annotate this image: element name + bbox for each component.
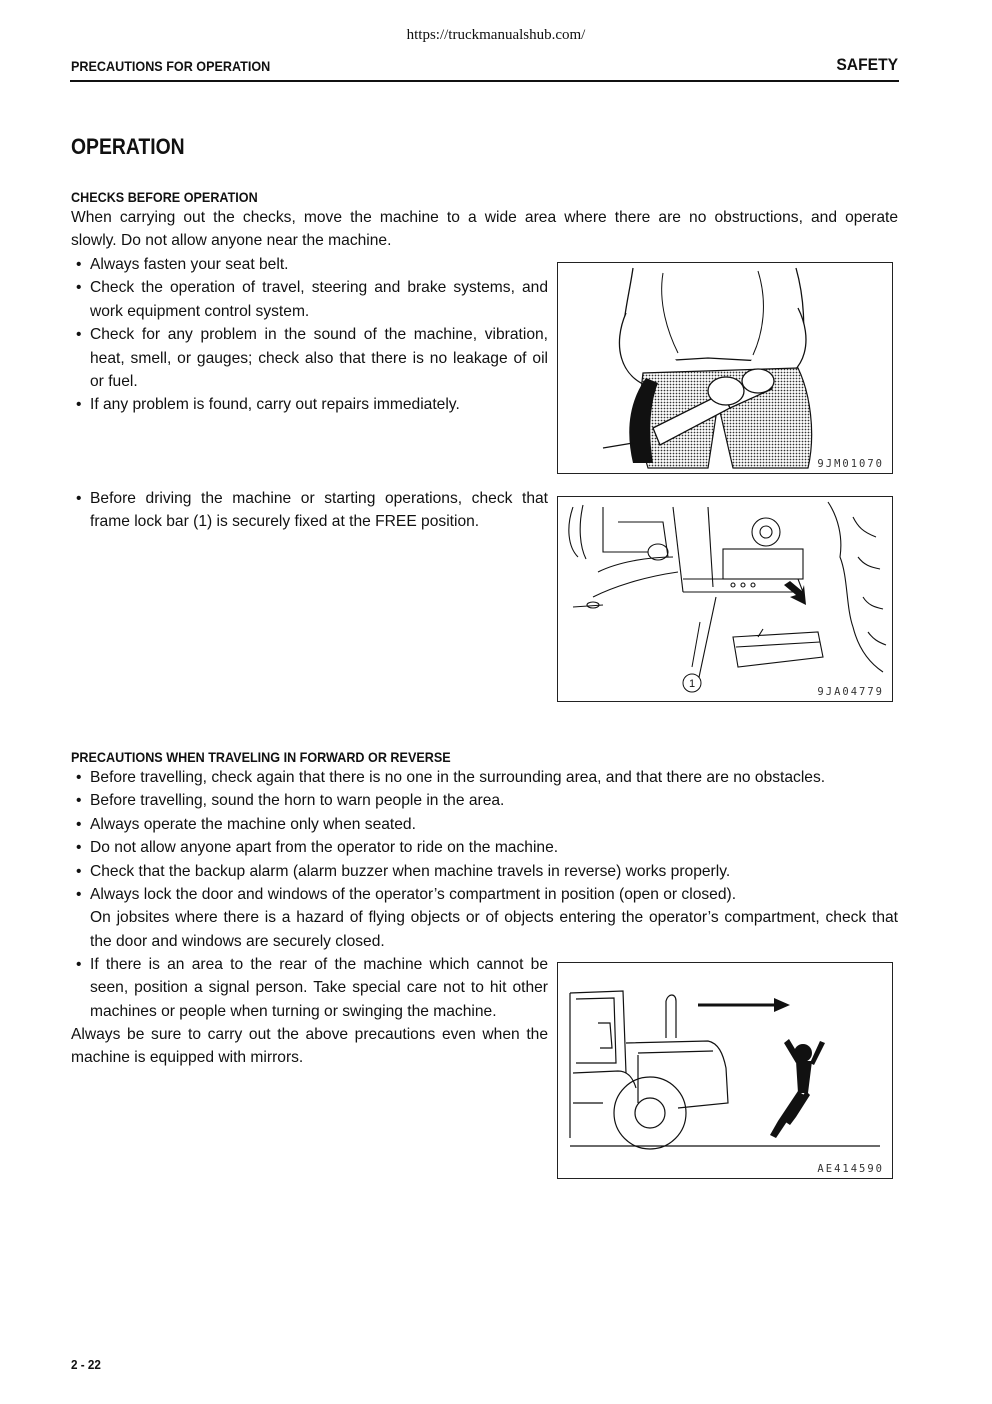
travel-bullet-horn: Before travelling, sound the horn to war…: [71, 789, 898, 813]
checks-bullet-systems: Check the operation of travel, steering …: [71, 276, 548, 323]
travel-bullet-backup-alarm: Check that the backup alarm (alarm buzze…: [71, 860, 898, 884]
framelock-figure: 1 9JA04779: [557, 496, 893, 702]
source-url: https://truckmanualshub.com/: [406, 27, 586, 43]
checks-bullet-seatbelt: Always fasten your seat belt.: [71, 253, 548, 277]
travel-bullet-seated: Always operate the machine only when sea…: [71, 813, 898, 837]
checks-intro-line-2: slowly. Do not allow anyone near the mac…: [71, 232, 392, 250]
travel-bullet-list: Before travelling, check again that ther…: [71, 766, 898, 953]
framelock-bullet-list: Before driving the machine or starting o…: [71, 487, 548, 534]
travel-illustration: [569, 990, 880, 1150]
checks-bullet-framelock: Before driving the machine or starting o…: [71, 487, 548, 534]
travel-heading: PRECAUTIONS WHEN TRAVELING IN FORWARD OR…: [71, 749, 451, 765]
travel-bullet-surroundings: Before travelling, check again that ther…: [71, 766, 898, 790]
travel-figure: AE414590: [557, 962, 893, 1179]
checks-intro-line-1: When carrying out the checks, move the m…: [71, 209, 898, 226]
rear-bullet-list: If there is an area to the rear of the m…: [71, 953, 548, 1023]
travel-figure-code: AE414590: [817, 1163, 884, 1175]
framelock-figure-code: 9JA04779: [817, 686, 884, 698]
travel-bullet-door-windows: Always lock the door and windows of the …: [71, 883, 898, 953]
checks-heading: CHECKS BEFORE OPERATION: [71, 189, 258, 205]
checks-bullet-sound: Check for any problem in the sound of th…: [71, 323, 548, 393]
checks-bullet-list: Always fasten your seat belt. Check the …: [71, 253, 548, 417]
checks-bullet-repairs: If any problem is found, carry out repai…: [71, 393, 548, 417]
checks-intro: When carrying out the checks, move the m…: [71, 206, 898, 253]
running-header-chapter: SAFETY: [836, 55, 898, 74]
running-header-section: PRECAUTIONS FOR OPERATION: [71, 58, 271, 74]
travel-bullet-signal-person: If there is an area to the rear of the m…: [71, 953, 548, 1023]
travel-bullet-no-riders: Do not allow anyone apart from the opera…: [71, 836, 898, 860]
seatbelt-figure-code: 9JM01070: [817, 458, 884, 470]
seatbelt-illustration: [602, 267, 813, 469]
header-rule: [70, 80, 899, 82]
framelock-callout-number: 1: [689, 678, 695, 690]
seatbelt-figure: 9JM01070: [557, 262, 893, 474]
page-title: OPERATION: [71, 134, 185, 159]
travel-closing-note: Always be sure to carry out the above pr…: [71, 1026, 548, 1067]
page-number: 2 - 22: [71, 1357, 101, 1372]
framelock-illustration: 1: [568, 501, 887, 693]
